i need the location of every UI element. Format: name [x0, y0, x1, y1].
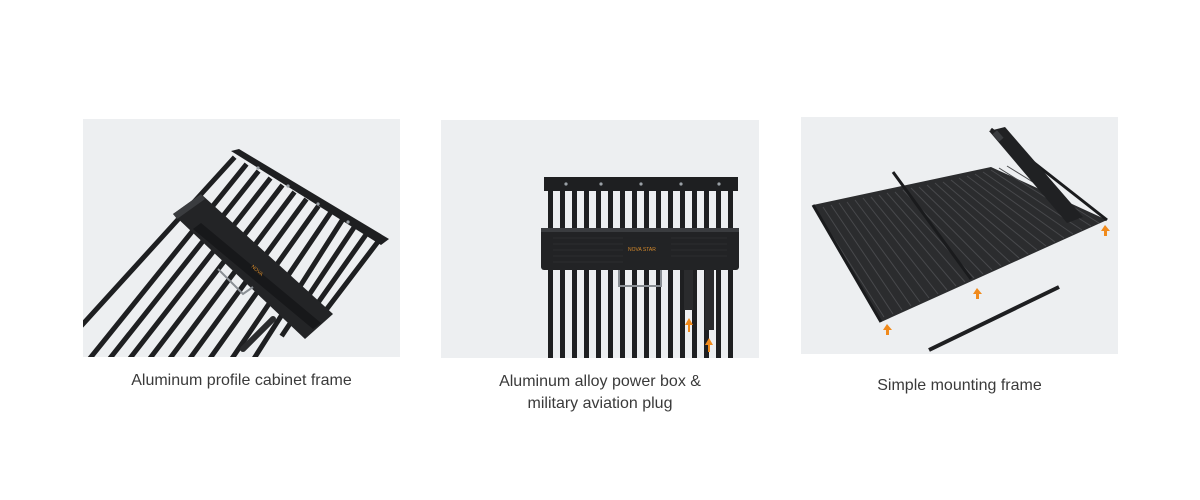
caption-line: Aluminum profile cabinet frame — [131, 372, 352, 389]
feature-caption: Aluminum profile cabinet frame — [83, 370, 400, 392]
brand-logo: NOVA STAR — [628, 247, 656, 253]
feature-caption: Aluminum alloy power box & military avia… — [441, 371, 759, 415]
power-box-photo: NOVA STAR — [441, 120, 759, 358]
cabinet-frame-photo: NOVA — [83, 119, 400, 357]
mounting-frame-photo — [801, 117, 1118, 354]
power-box-illustration: NOVA STAR — [541, 177, 739, 358]
caption-line: Aluminum alloy power box & — [499, 373, 701, 390]
caption-line: military aviation plug — [527, 395, 673, 412]
mounting-frame-illustration — [811, 127, 1110, 352]
caption-line: Simple mounting frame — [877, 377, 1042, 394]
cabinet-frame-illustration: NOVA — [83, 149, 389, 357]
feature-caption: Simple mounting frame — [801, 375, 1118, 397]
arrow-icon — [685, 318, 713, 352]
arrow-icon — [883, 225, 1110, 335]
